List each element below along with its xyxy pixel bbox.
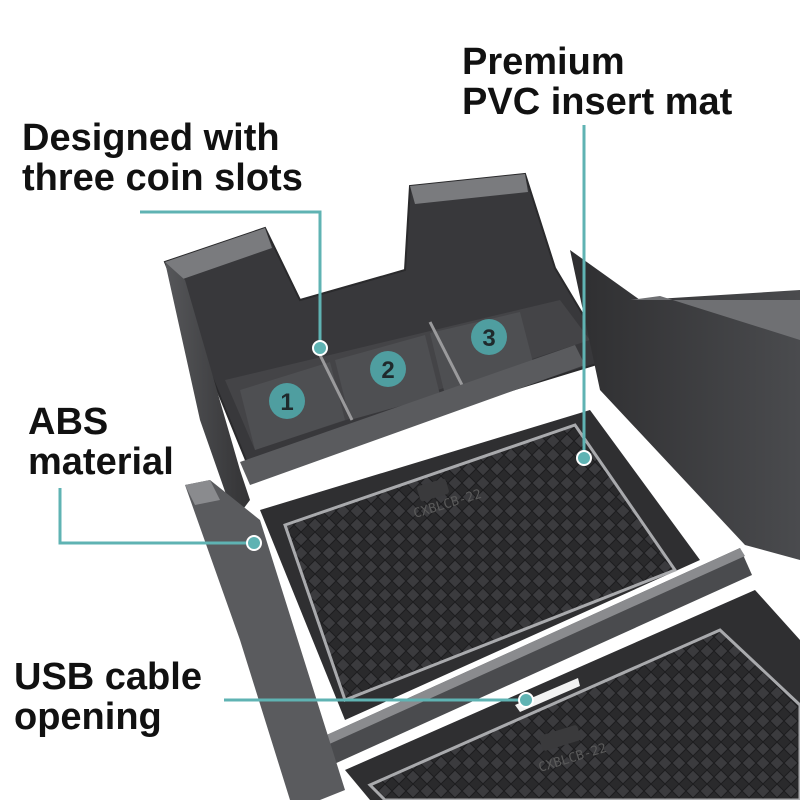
coin-slot-number-1: 1	[280, 389, 293, 416]
pvc-insert-mat	[283, 423, 678, 702]
leader-lines	[58, 125, 586, 702]
coin-slot-badge-1: 1	[269, 383, 305, 419]
callout-coin-slots-line1: Designed with	[22, 117, 280, 159]
callout-abs-material: ABS material	[28, 402, 174, 482]
coin-divider-2	[428, 321, 464, 386]
tray-left-wall	[165, 262, 250, 520]
coin-section-lip	[240, 345, 585, 485]
callout-insert-mat-line2: PVC insert mat	[462, 81, 733, 123]
tray-front-left-wall	[185, 480, 345, 800]
coin-divider-1	[318, 354, 354, 421]
coin-slot-badge-2: 2	[370, 351, 406, 387]
mat-tab	[417, 478, 449, 502]
callout-insert-mat-line1: Premium	[462, 41, 625, 83]
callout-coin-slots-line2: three coin slots	[22, 157, 303, 199]
leader-abs	[58, 488, 252, 545]
callout-usb-opening: USB cable opening	[14, 657, 202, 737]
callout-abs-line1: ABS	[28, 401, 109, 443]
compartment-divider	[320, 548, 752, 765]
coin-slot-number-2: 2	[381, 357, 394, 384]
callout-abs-line2: material	[28, 441, 174, 483]
leader-endpoints	[246, 340, 592, 708]
callout-usb-line1: USB cable	[14, 656, 202, 698]
coin-slot-number-3: 3	[482, 325, 495, 352]
tray-right-wall	[570, 250, 800, 560]
callout-insert-mat: Premium PVC insert mat	[462, 42, 732, 122]
lower-insert-mat	[367, 628, 800, 800]
callout-coin-slots: Designed with three coin slots	[22, 118, 303, 198]
leader-coin-slots	[140, 210, 322, 348]
coin-slot-badge-3: 3	[471, 319, 507, 355]
callout-usb-line2: opening	[14, 696, 162, 738]
